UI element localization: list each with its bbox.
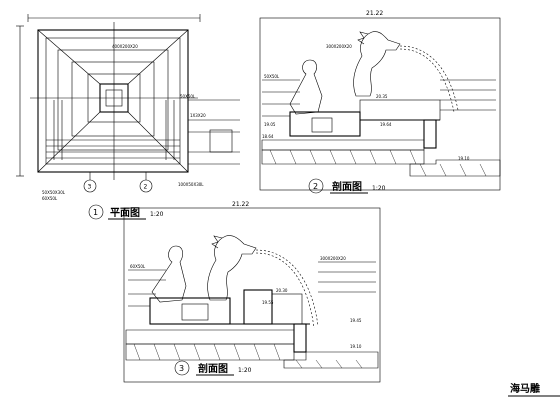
section2-level-0: 20.35 xyxy=(376,94,388,99)
plan-label-3: 100X50X30L xyxy=(178,182,204,187)
section2-number: 2 xyxy=(313,182,318,191)
section3-level-0: 20.30 xyxy=(276,288,288,293)
section3-level-2: 19.45 xyxy=(350,318,362,323)
section-mark-2-label: 2 xyxy=(144,184,148,191)
sheet-title: 海马雕 xyxy=(510,382,540,395)
seahorse-sculpture-2 xyxy=(353,31,401,97)
section2-number-circle xyxy=(308,178,324,194)
section3-elevation-top: 21.22 xyxy=(232,201,249,208)
plan-label-1: 400X200X20 xyxy=(112,44,138,49)
section2-level-4: 18.64 xyxy=(262,134,274,139)
section-mark-3-label: 3 xyxy=(88,184,92,191)
plan-label-0: 50X50L xyxy=(180,94,196,99)
section2-level-1: 19.64 xyxy=(380,122,392,127)
section2-level-3: 19.10 xyxy=(458,156,470,161)
section3-level-1: 19.55 xyxy=(262,300,274,305)
seahorse-sculpture-3 xyxy=(207,235,257,301)
seated-figure-3 xyxy=(151,245,187,303)
section3-level-3: 19.10 xyxy=(350,344,362,349)
section3-label-0: 300X200X20 xyxy=(320,256,346,261)
section2-elevation-top: 21.22 xyxy=(366,10,383,17)
seated-figure-2 xyxy=(289,59,323,115)
section2-label-0: 300X200X20 xyxy=(326,44,352,49)
plan-scale: 1:20 xyxy=(150,211,164,218)
section2-title: 剖面图 xyxy=(332,180,362,193)
plan-number-circle xyxy=(88,204,104,220)
section3-number: 3 xyxy=(179,364,184,373)
section3-scale: 1:20 xyxy=(238,367,252,374)
plan-label-2: 1X3X20 xyxy=(190,113,206,118)
section3-title: 剖面图 xyxy=(198,362,228,375)
section2-label-1: 50X50L xyxy=(264,74,280,79)
section3-number-circle xyxy=(174,360,190,376)
plan-view: 400X200X20 50X50L 1X3X20 100X50X30L 60X5… xyxy=(16,14,240,220)
section3-label-1: 60X50L xyxy=(130,264,146,269)
section2-level-2: 19.05 xyxy=(264,122,276,127)
plan-number: 1 xyxy=(93,208,98,217)
section-2-view: 21.22 300 xyxy=(259,10,501,194)
plan-label-5: 60X50L xyxy=(42,196,58,201)
section2-scale: 1:20 xyxy=(372,185,386,192)
plan-label-4: 50X50X30L xyxy=(42,190,66,195)
section-3-view: 21.22 xyxy=(123,201,381,383)
plan-title: 平面图 xyxy=(110,207,140,219)
